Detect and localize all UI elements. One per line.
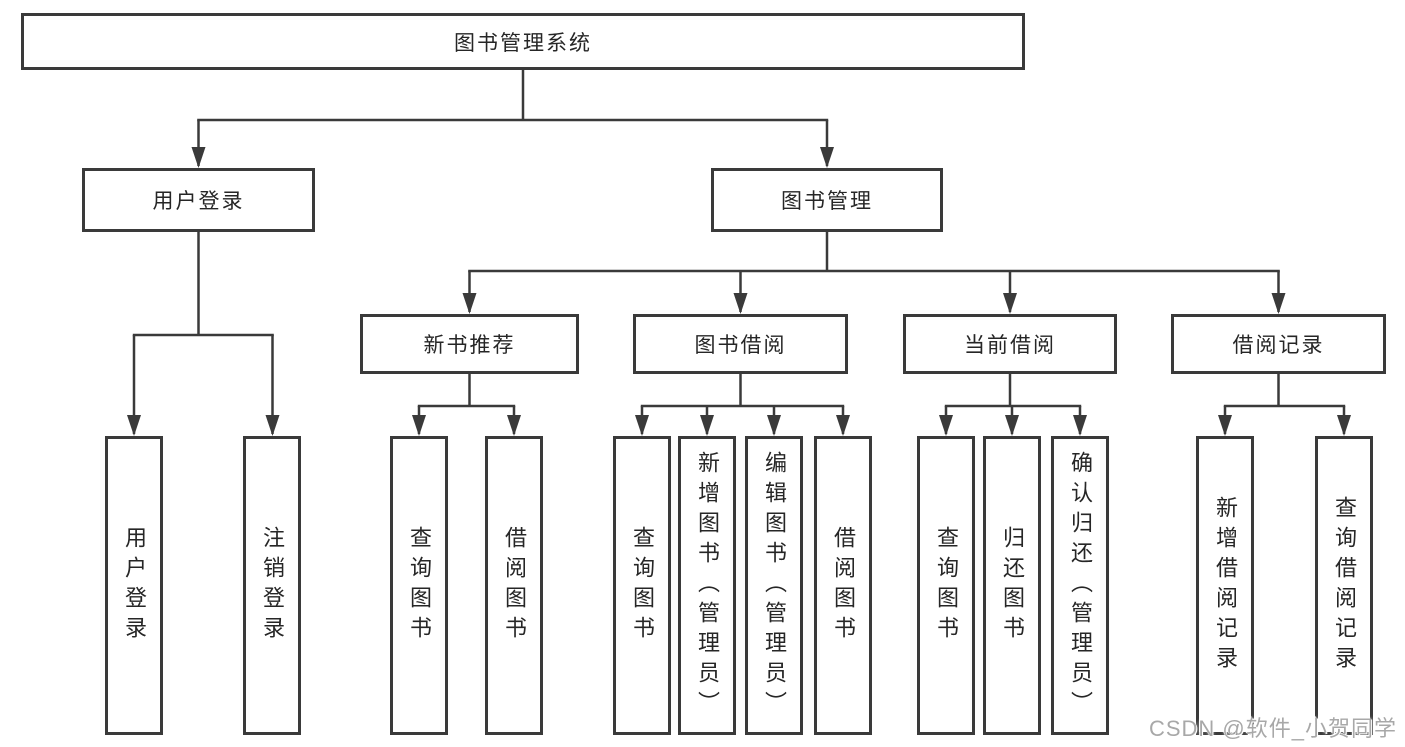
node-label: 归还图书 <box>1000 525 1025 646</box>
node-label: 编辑图书（管理员） <box>762 450 787 721</box>
node-current-borrowing: 当前借阅 <box>903 314 1117 374</box>
leaf-current-confirm-return-admin: 确认归还（管理员） <box>1051 436 1109 735</box>
node-borrowing-records: 借阅记录 <box>1171 314 1386 374</box>
node-label: 当前借阅 <box>964 334 1056 357</box>
node-new-book-recommendation: 新书推荐 <box>360 314 579 374</box>
node-label: 借阅图书 <box>831 525 856 646</box>
node-label: 查询图书 <box>630 525 655 646</box>
leaf-borrowing-add-books-admin: 新增图书（管理员） <box>678 436 736 735</box>
leaf-borrowing-edit-books-admin: 编辑图书（管理员） <box>745 436 803 735</box>
node-label: 查询图书 <box>934 525 959 646</box>
leaf-records-query-record: 查询借阅记录 <box>1315 436 1373 735</box>
node-library-management-system: 图书管理系统 <box>21 13 1025 70</box>
node-label: 借阅记录 <box>1232 334 1325 357</box>
node-book-borrowing: 图书借阅 <box>633 314 848 374</box>
node-label: 图书借阅 <box>694 334 787 357</box>
node-label: 借阅图书 <box>502 525 527 646</box>
leaf-records-add-record: 新增借阅记录 <box>1196 436 1254 735</box>
node-label: 确认归还（管理员） <box>1068 450 1093 721</box>
node-user-login: 用户登录 <box>82 168 315 232</box>
node-label: 注销登录 <box>260 525 285 646</box>
leaf-logout: 注销登录 <box>243 436 301 735</box>
leaf-borrowing-query-books: 查询图书 <box>613 436 671 735</box>
leaf-user-login: 用户登录 <box>105 436 163 735</box>
leaf-current-return-books: 归还图书 <box>983 436 1041 735</box>
leaf-recommend-query-books: 查询图书 <box>390 436 448 735</box>
node-label: 图书管理系统 <box>454 31 592 55</box>
node-label: 查询借阅记录 <box>1332 495 1357 676</box>
node-label: 新增借阅记录 <box>1213 495 1238 676</box>
leaf-recommend-borrow-books: 借阅图书 <box>485 436 543 735</box>
node-label: 用户登录 <box>122 525 147 646</box>
node-label: 查询图书 <box>407 525 432 646</box>
node-label: 新书推荐 <box>423 334 516 357</box>
node-label: 用户登录 <box>152 190 245 213</box>
leaf-current-query-books: 查询图书 <box>917 436 975 735</box>
node-label: 新增图书（管理员） <box>695 450 720 721</box>
node-book-management: 图书管理 <box>711 168 943 232</box>
csdn-watermark: CSDN @软件_小贺同学 <box>1148 716 1397 741</box>
leaf-borrowing-borrow-books: 借阅图书 <box>814 436 872 735</box>
node-label: 图书管理 <box>781 190 873 213</box>
